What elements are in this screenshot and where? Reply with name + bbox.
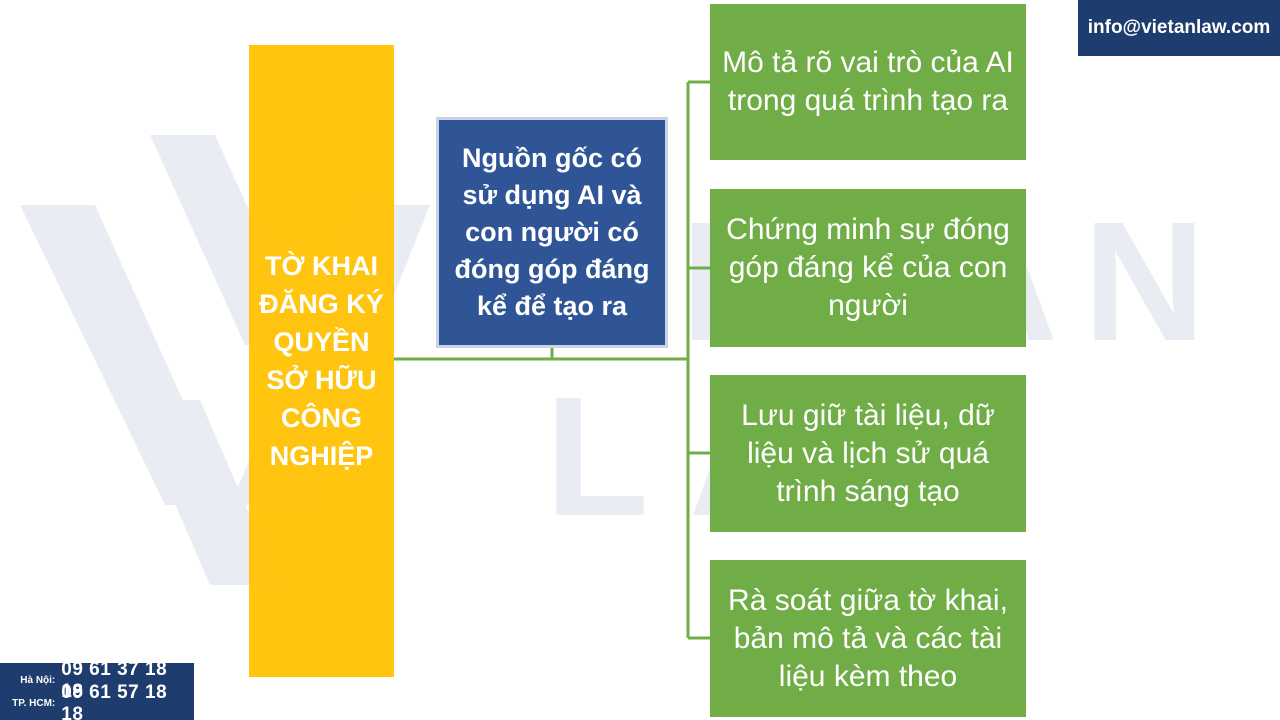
leaf-node-label: Chứng minh sự đóng góp đáng kể của con n…	[726, 213, 1010, 322]
middle-node: Nguồn gốc có sử dụng AI và con người có …	[436, 117, 668, 348]
leaf-node-review: Rà soát giữa tờ khai, bản mô tả và các t…	[710, 560, 1026, 717]
phone-number[interactable]: 09 61 37 18 18	[61, 658, 168, 702]
phone-badge: Hà Nội: 09 61 37 18 18 TP. HCM: 09 61 57…	[0, 659, 194, 720]
email-badge[interactable]: info@vietanlaw.com	[1078, 0, 1280, 56]
phone-row-hcm: TP. HCM: 09 61 57 18 18	[6, 682, 188, 720]
email-text: info@vietanlaw.com	[1087, 17, 1271, 38]
phone-city-label: TP. HCM:	[12, 698, 56, 709]
leaf-node-records: Lưu giữ tài liệu, dữ liệu và lịch sử quá…	[710, 375, 1026, 532]
middle-node-label: Nguồn gốc có sử dụng AI và con người có …	[454, 143, 650, 321]
phone-number[interactable]: 09 61 57 18 18	[61, 681, 168, 720]
root-node: TỜ KHAI ĐĂNG KÝ QUYỀN SỞ HỮU CÔNG NGHIỆP	[249, 45, 394, 677]
root-node-label: TỜ KHAI ĐĂNG KÝ QUYỀN SỞ HỮU CÔNG NGHIỆP	[259, 251, 384, 471]
leaf-node-ai-role: Mô tả rõ vai trò của AI trong quá trình …	[710, 4, 1026, 160]
phone-row-hanoi: Hà Nội: 09 61 37 18 18	[6, 659, 188, 702]
phone-city-label: Hà Nội:	[20, 675, 56, 686]
leaf-node-label: Mô tả rõ vai trò của AI trong quá trình …	[722, 46, 1014, 117]
leaf-node-label: Rà soát giữa tờ khai, bản mô tả và các t…	[728, 583, 1008, 693]
leaf-node-human-contribution: Chứng minh sự đóng góp đáng kể của con n…	[710, 189, 1026, 347]
leaf-node-label: Lưu giữ tài liệu, dữ liệu và lịch sử quá…	[741, 398, 995, 508]
